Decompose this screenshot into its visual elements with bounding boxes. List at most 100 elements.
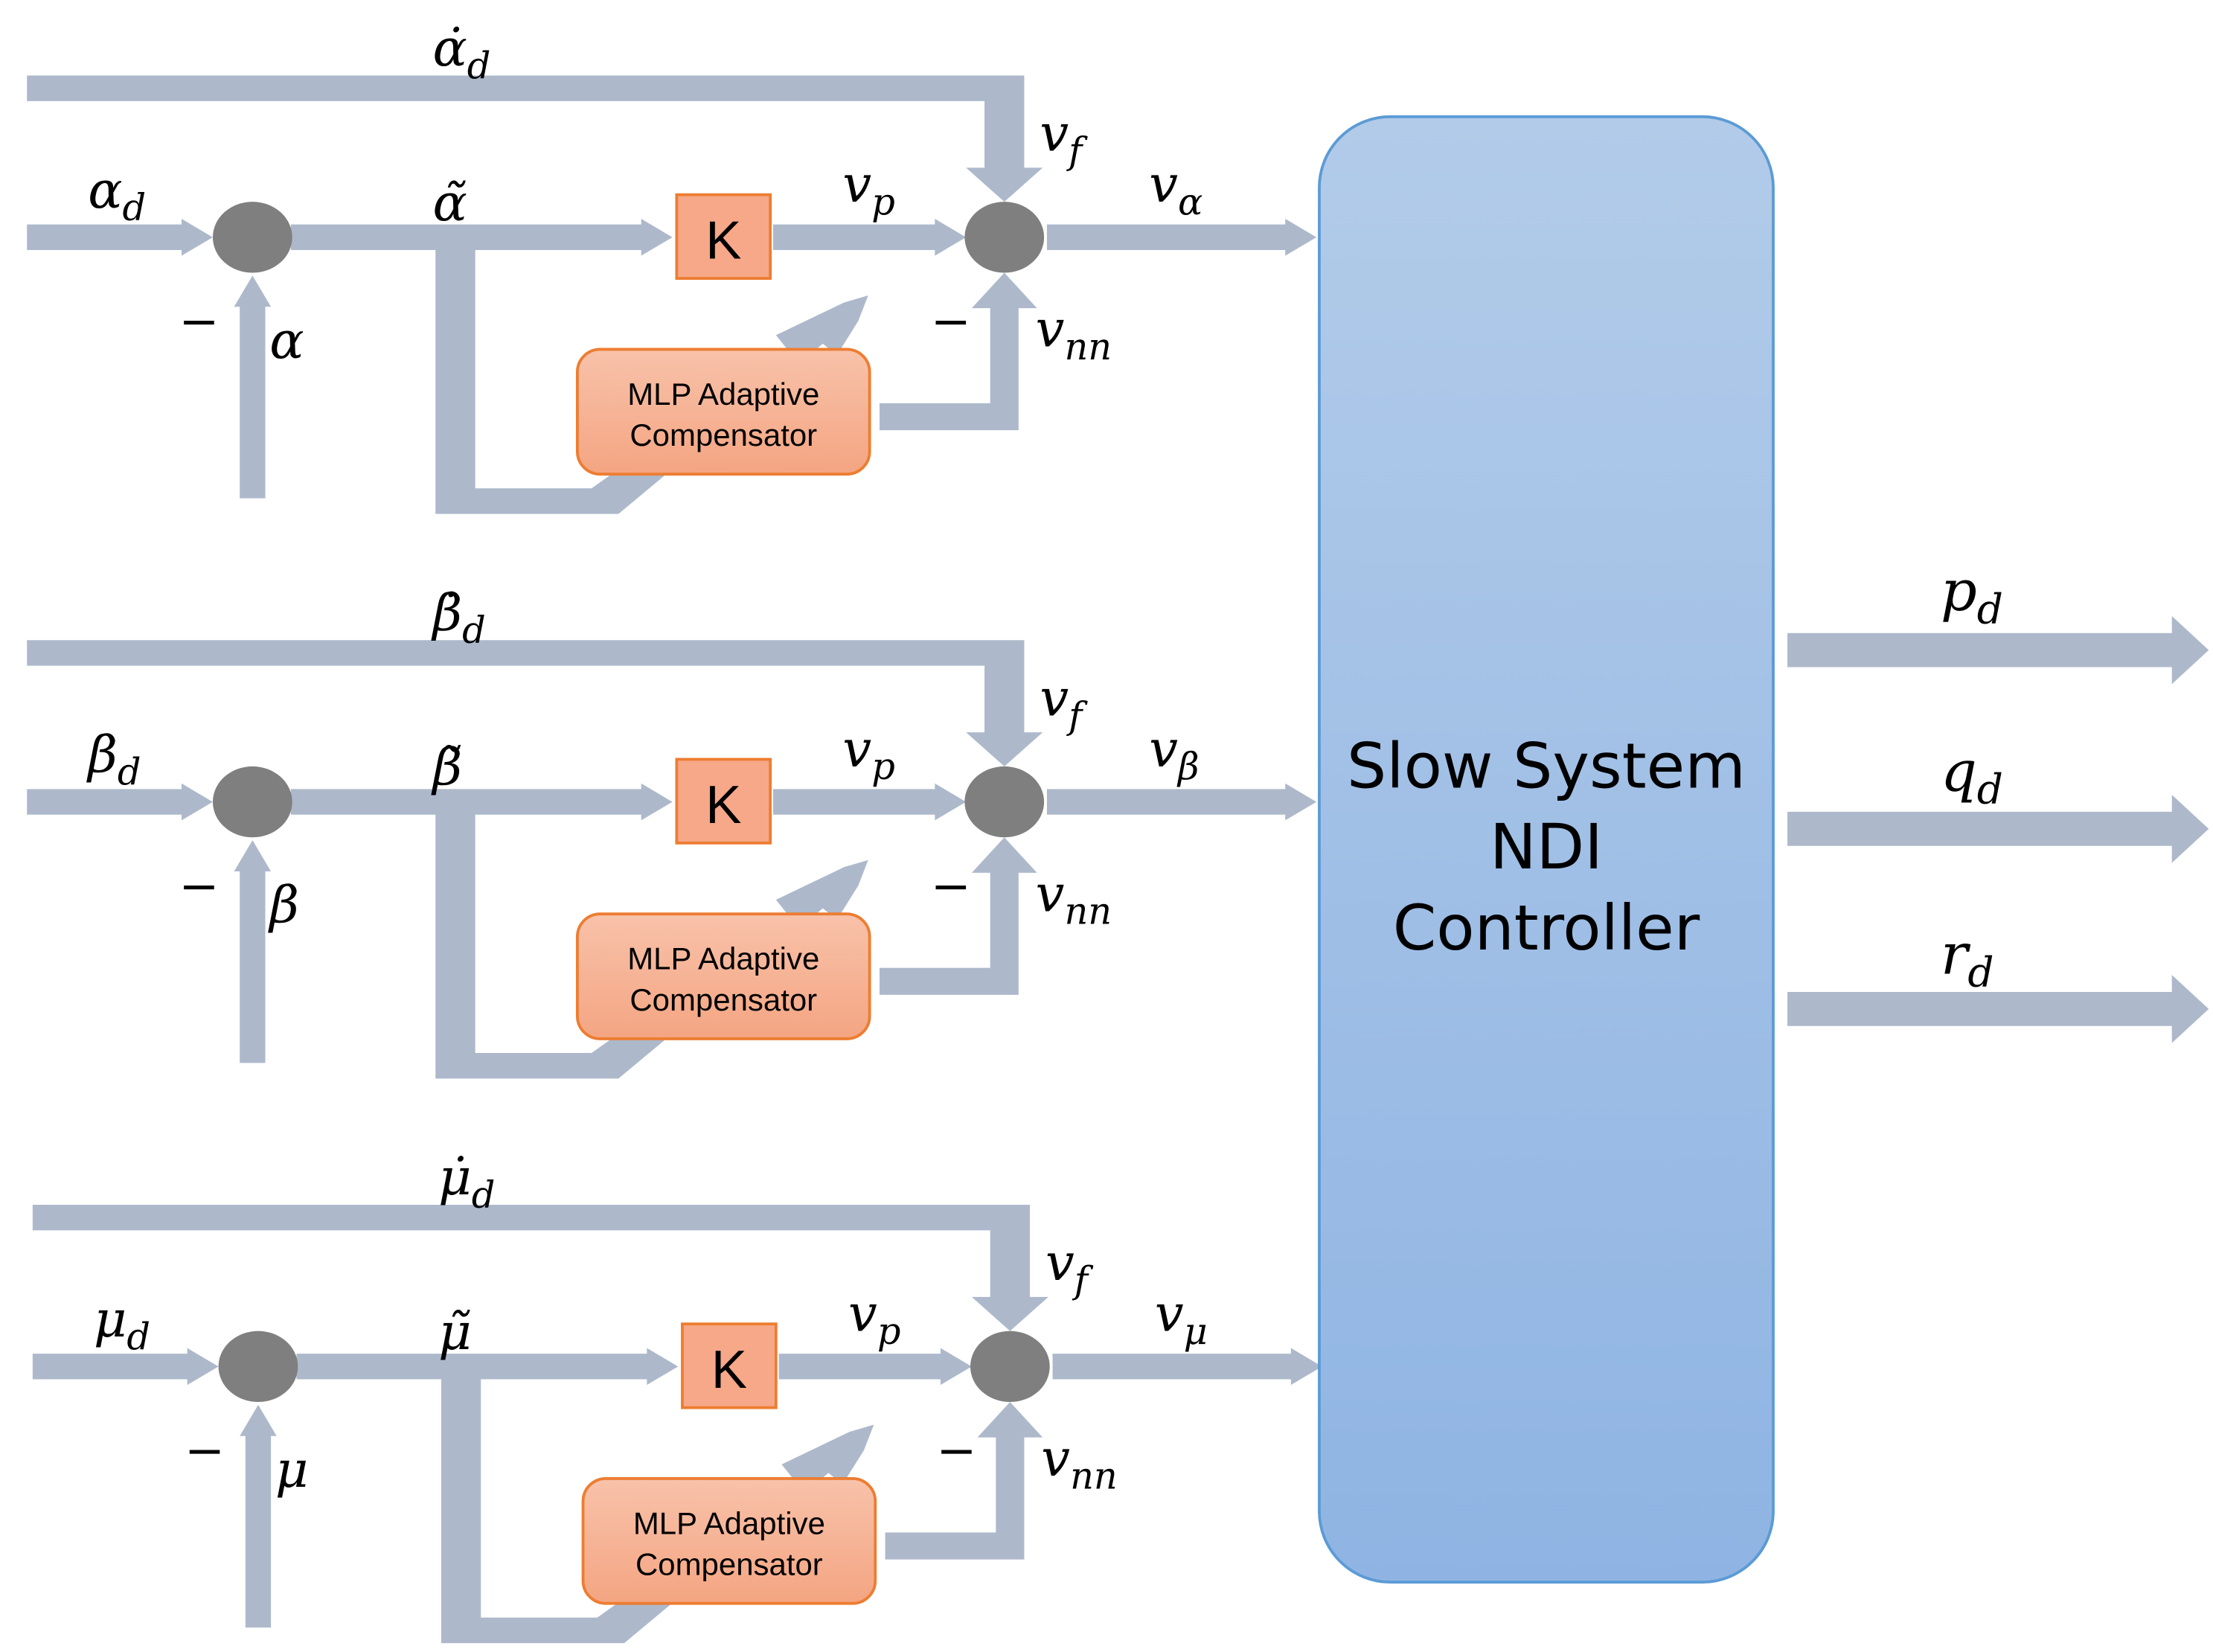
vp-label: vp: [842, 155, 894, 223]
feedback-label: μ: [275, 1440, 309, 1499]
feedback-label: α: [269, 311, 304, 371]
feedback-label-base: β: [267, 876, 299, 935]
gain-block: [675, 193, 772, 281]
mlp-label-line-1: MLP Adaptive: [633, 1505, 825, 1540]
ndi-line-3: Controller: [1393, 891, 1700, 964]
vp-label-subscript: p: [871, 180, 895, 223]
feedforward-label-subscript: d: [462, 609, 486, 652]
summing-junction-error: [218, 1331, 298, 1403]
output-label-2-base: q: [1941, 737, 1977, 804]
mlp-compensator-block: [581, 1477, 877, 1605]
vp-label-base: v: [848, 1284, 877, 1344]
feedforward-label: α̇d: [432, 19, 490, 87]
minus-sign-control: −: [931, 859, 971, 915]
error-label: β̃: [430, 738, 462, 798]
vf-label: vf: [1040, 668, 1088, 737]
output-label-3-subscript: d: [1967, 948, 1993, 996]
feedforward-path: [27, 75, 1043, 202]
feedforward-label-base: μ̇: [438, 1148, 472, 1208]
feedback-label: β: [267, 876, 299, 935]
output-label-1-subscript: d: [1977, 585, 2003, 633]
feedforward-path: [27, 640, 1043, 766]
output-label-2: qd: [1941, 737, 2003, 813]
feedback-arrow: [234, 275, 272, 499]
summing-junction-control: [964, 202, 1045, 273]
output-label: vμ: [1155, 1284, 1208, 1353]
reference-input-arrow: [27, 783, 213, 821]
minus-sign-error: −: [185, 1424, 225, 1479]
vf-label-base: v: [1040, 668, 1069, 728]
vnn-label-subscript: nn: [1064, 325, 1112, 368]
mlp-label-line-1: MLP Adaptive: [627, 941, 819, 976]
gain-label: K: [711, 1339, 747, 1400]
error-label: α̃: [432, 173, 467, 233]
vnn-label: vnn: [1041, 1429, 1117, 1497]
summing-junction-error: [212, 766, 292, 838]
vf-label: vf: [1045, 1233, 1094, 1302]
summing-junction-error: [212, 202, 292, 273]
vp-label-subscript: p: [877, 1310, 901, 1353]
feedback-label-base: μ: [275, 1440, 309, 1499]
output-label-subscript: μ: [1184, 1310, 1208, 1353]
summing-junction-control: [970, 1331, 1050, 1403]
gain-block: [681, 1322, 778, 1409]
feedforward-path: [32, 1205, 1048, 1331]
output-label-base: v: [1155, 1284, 1184, 1344]
ndi-controller-box: [1318, 115, 1775, 1584]
gain-to-sum-arrow: [772, 219, 967, 256]
feedforward-label-base: α̇: [432, 19, 467, 78]
vf-label-subscript: f: [1072, 1258, 1094, 1302]
reference-label-base: α: [88, 161, 122, 220]
vnn-label-subscript: nn: [1070, 1454, 1118, 1497]
mlp-label-line-1: MLP Adaptive: [627, 377, 819, 412]
vp-label: vp: [842, 720, 894, 788]
ndi-line-1: Slow System: [1347, 730, 1746, 803]
reference-label: βd: [86, 726, 141, 794]
gain-label: K: [705, 775, 741, 835]
mlp-label-line-2: Compensator: [630, 417, 817, 452]
output-label-base: v: [1149, 155, 1178, 214]
vnn-label-base: v: [1036, 864, 1065, 923]
output-label-1: pd: [1941, 557, 2003, 633]
vnn-label: vnn: [1036, 864, 1112, 932]
error-label: μ̃: [438, 1302, 472, 1362]
vnn-label: vnn: [1036, 300, 1112, 368]
mlp-label-line-2: Compensator: [635, 1547, 823, 1582]
mlp-output-arrow: [879, 272, 1037, 431]
feedback-arrow: [234, 840, 272, 1063]
mlp-output-arrow: [879, 837, 1037, 995]
error-to-gain-arrow: [290, 783, 673, 821]
gain-to-sum-arrow: [772, 783, 967, 821]
reference-label-base: β: [86, 726, 118, 785]
feedforward-label-subscript: d: [472, 1174, 496, 1217]
control-output-arrow: [1052, 1348, 1322, 1386]
feedforward-label: μ̇d: [438, 1148, 495, 1217]
output-label-base: v: [1149, 720, 1178, 779]
gain-label: K: [705, 210, 741, 270]
vnn-label-subscript: nn: [1064, 890, 1112, 933]
output-label-subscript: β: [1176, 745, 1200, 788]
output-label: vα: [1149, 155, 1202, 223]
feedforward-label: β̇d: [430, 583, 485, 652]
output-label-2-subscript: d: [1977, 765, 2003, 813]
minus-sign-error: −: [179, 294, 219, 350]
vp-label-base: v: [842, 720, 871, 779]
mlp-compensator-block: [576, 912, 871, 1040]
control-output-arrow: [1046, 783, 1317, 821]
vnn-label-base: v: [1036, 300, 1065, 359]
reference-input-arrow: [27, 219, 213, 256]
vf-label-subscript: f: [1066, 694, 1088, 737]
ndi-controller-block: Slow System NDI Controller: [1318, 115, 1775, 1584]
mlp-output-arrow: [885, 1402, 1043, 1560]
error-to-gain-arrow: [296, 1348, 679, 1386]
minus-sign-control: −: [936, 1424, 976, 1479]
ndi-line-2: NDI: [1490, 810, 1603, 883]
reference-label-subscript: d: [126, 1315, 150, 1358]
summing-junction-control: [964, 766, 1045, 838]
mlp-compensator-block: [576, 348, 871, 476]
reference-label-base: μ: [94, 1290, 127, 1349]
